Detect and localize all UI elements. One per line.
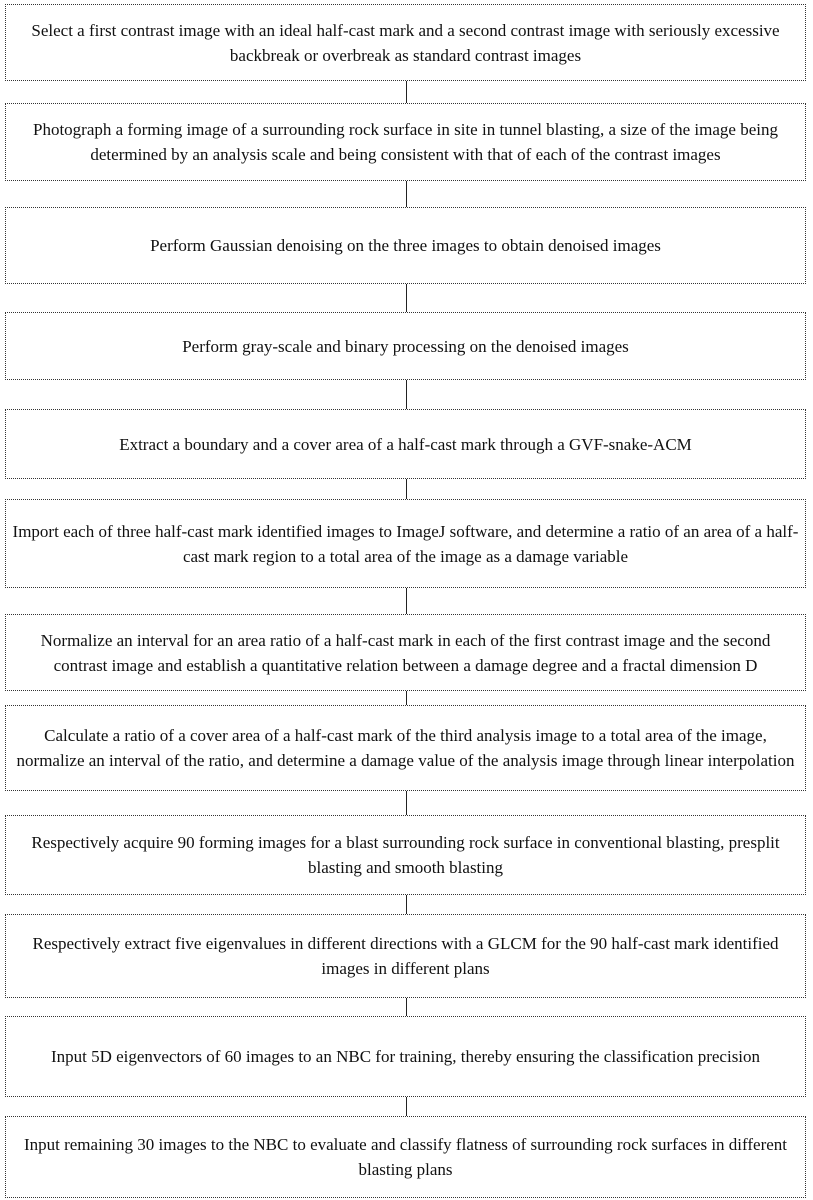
connector-line: [406, 181, 407, 207]
step-9-text: Respectively acquire 90 forming images f…: [31, 833, 780, 877]
connector-line: [406, 691, 407, 705]
connector-line: [406, 998, 407, 1016]
step-10-box: Respectively extract five eigenvalues in…: [5, 914, 806, 998]
step-5-text: Extract a boundary and a cover area of a…: [119, 434, 692, 454]
step-9-box: Respectively acquire 90 forming images f…: [5, 815, 806, 895]
step-12-box: Input remaining 30 images to the NBC to …: [5, 1116, 806, 1198]
step-4-box: Perform gray-scale and binary processing…: [5, 312, 806, 380]
step-6-box: Import each of three half-cast mark iden…: [5, 499, 806, 588]
step-2-box: Photograph a forming image of a surround…: [5, 103, 806, 181]
step-12-text: Input remaining 30 images to the NBC to …: [23, 1135, 788, 1179]
step-8-box: Calculate a ratio of a cover area of a h…: [5, 705, 806, 791]
step-7-text: Normalize an interval for an area ratio …: [40, 630, 771, 675]
connector-line: [406, 791, 407, 815]
step-4-text: Perform gray-scale and binary processing…: [182, 336, 629, 356]
connector-line: [406, 81, 407, 103]
step-2-text: Photograph a forming image of a surround…: [33, 120, 778, 164]
step-3-text: Perform Gaussian denoising on the three …: [150, 236, 661, 255]
connector-line: [406, 284, 407, 312]
step-11-box: Input 5D eigenvectors of 60 images to an…: [5, 1016, 806, 1097]
step-3-box: Perform Gaussian denoising on the three …: [5, 207, 806, 284]
step-8-text: Calculate a ratio of a cover area of a h…: [16, 726, 795, 770]
step-7-box: Normalize an interval for an area ratio …: [5, 614, 806, 691]
connector-line: [406, 1097, 407, 1116]
step-11-text: Input 5D eigenvectors of 60 images to an…: [50, 1047, 761, 1066]
step-1-box: Select a first contrast image with an id…: [5, 4, 806, 81]
connector-line: [406, 380, 407, 409]
step-10-text: Respectively extract five eigenvalues in…: [32, 934, 779, 978]
step-6-text: Import each of three half-cast mark iden…: [12, 521, 799, 566]
connector-line: [406, 895, 407, 914]
step-1-text: Select a first contrast image with an id…: [31, 20, 780, 65]
step-5-box: Extract a boundary and a cover area of a…: [5, 409, 806, 479]
connector-line: [406, 588, 407, 614]
connector-line: [406, 479, 407, 499]
